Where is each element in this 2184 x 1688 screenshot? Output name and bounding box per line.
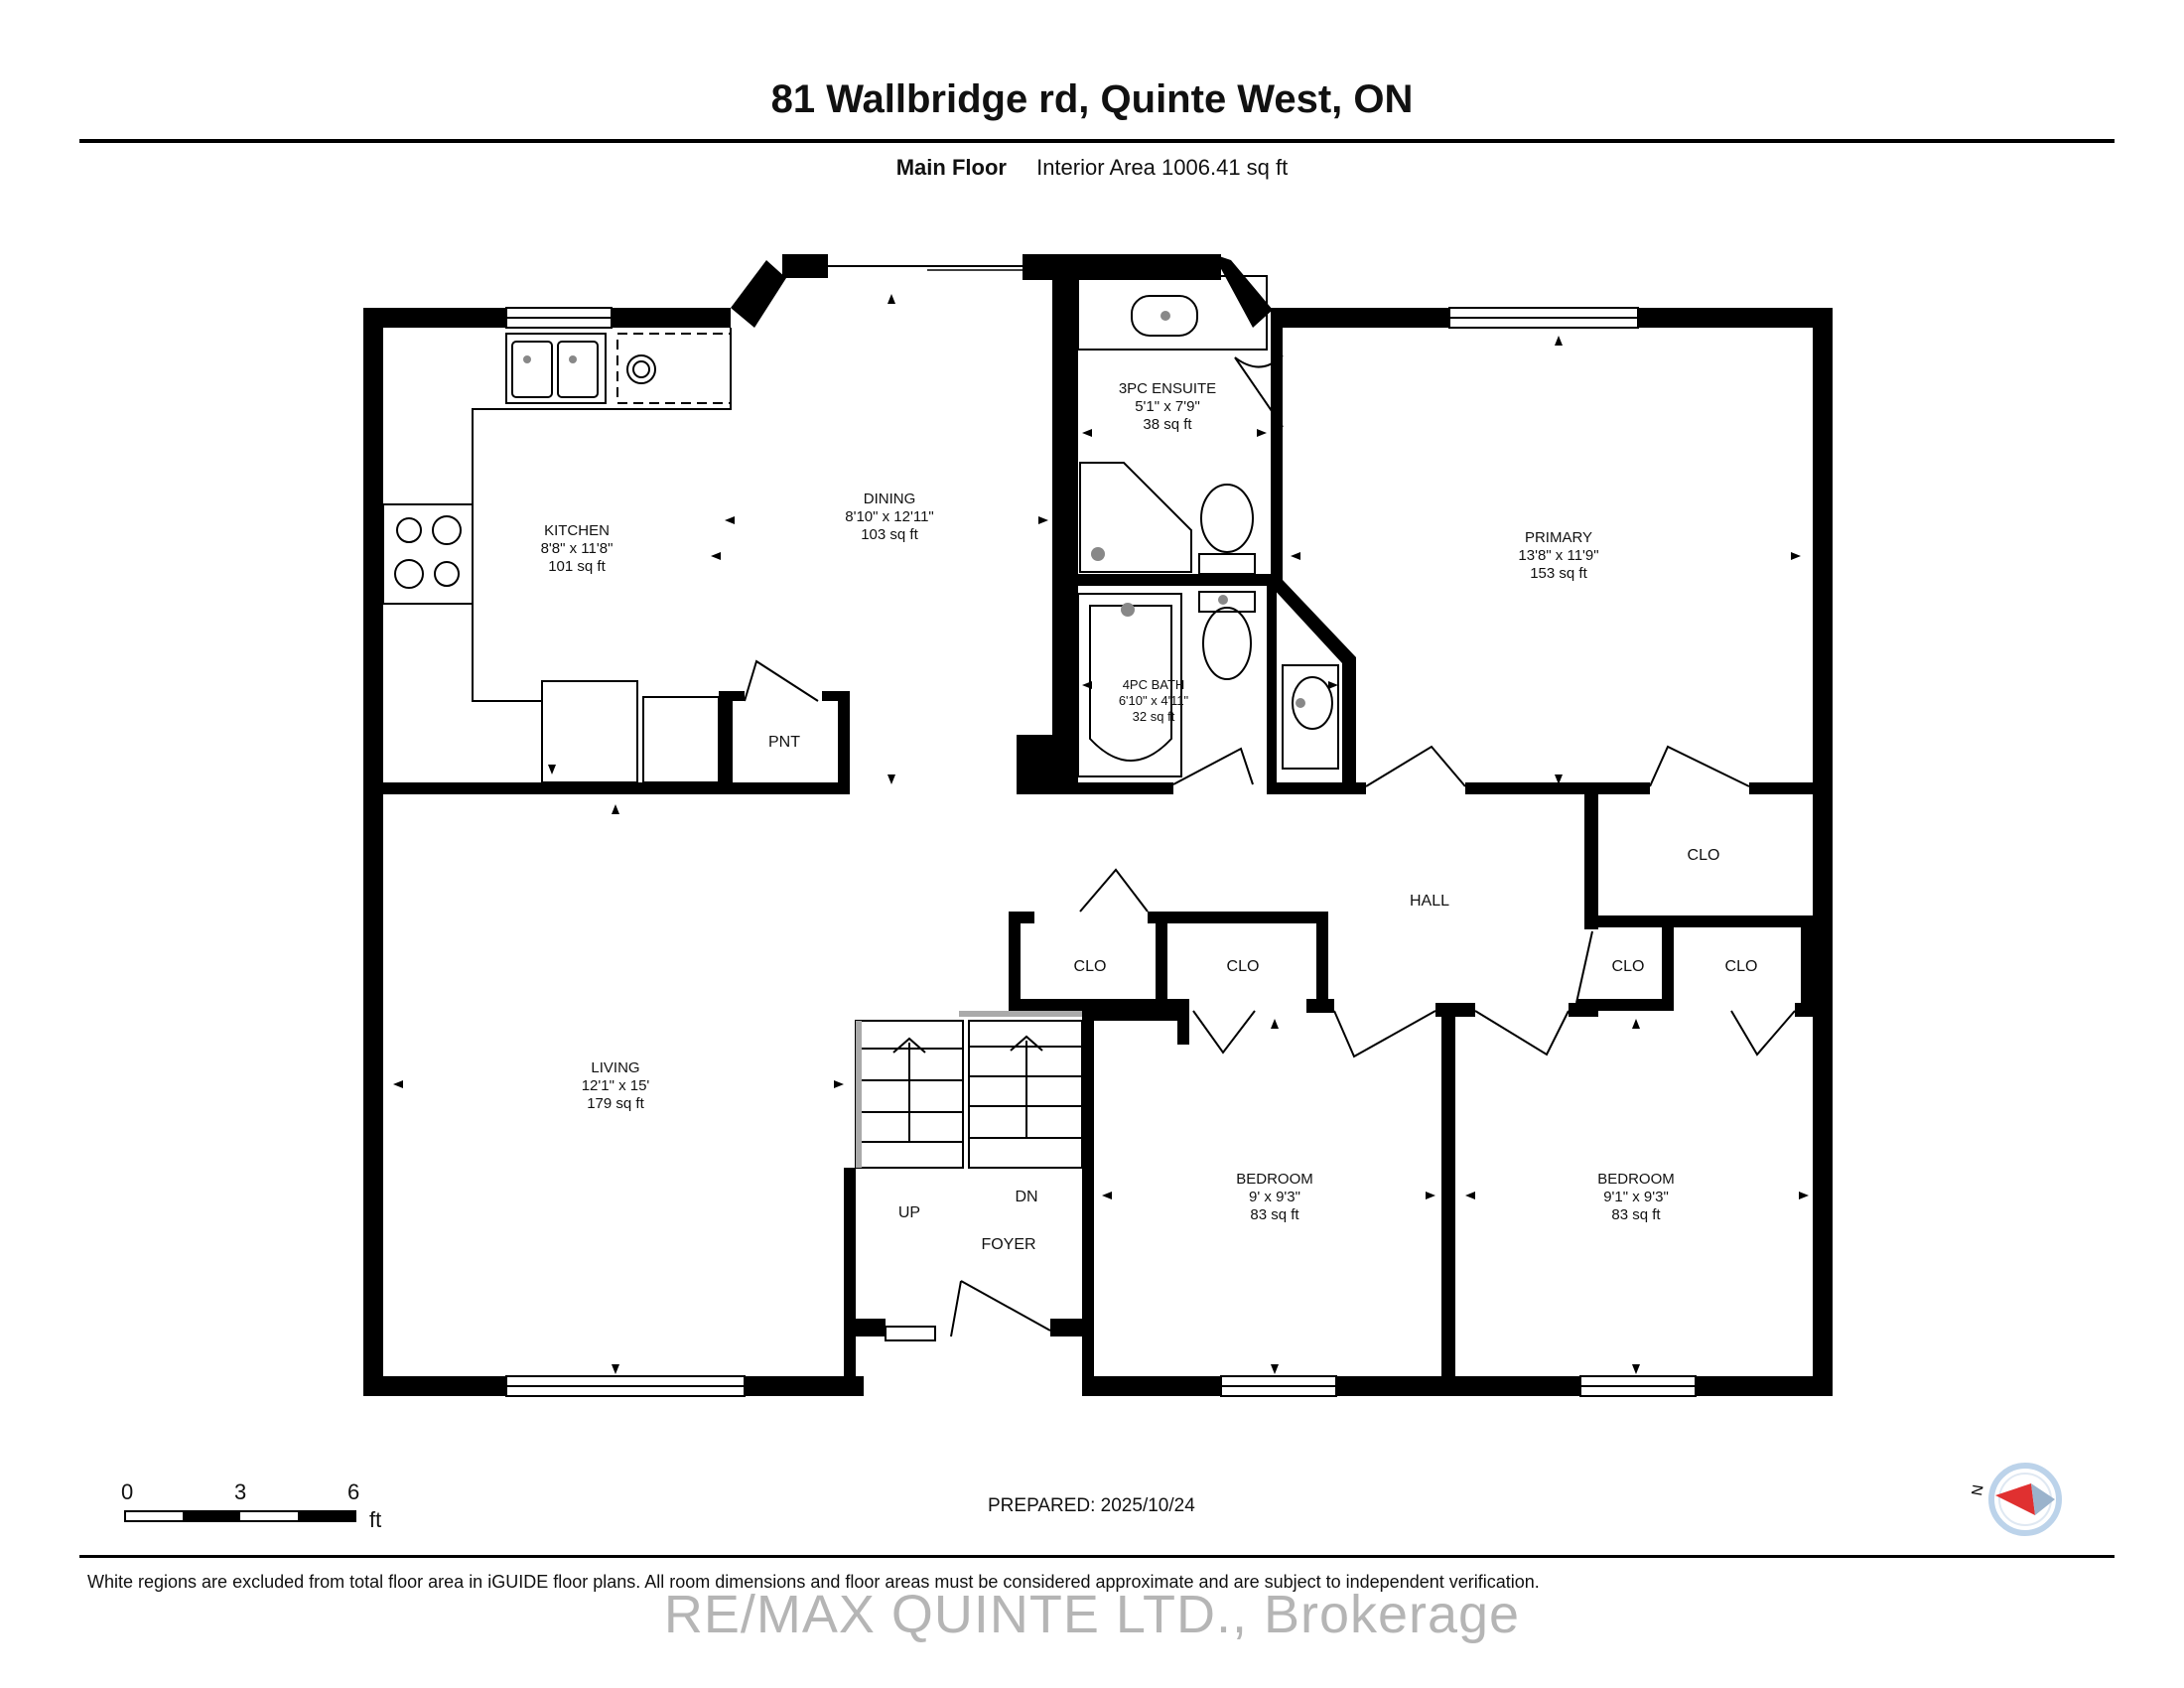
foyer-label: FOYER [981, 1236, 1035, 1253]
primary-dims: 13'8" x 11'9" [1518, 547, 1598, 564]
scale-tick-6: 6 [347, 1479, 360, 1504]
room-bath-label: 4PC BATH 6'10" x 4'11" 32 sq ft [1119, 677, 1189, 724]
living-dims: 12'1" x 15' [582, 1077, 650, 1094]
compass-icon: N [1969, 1463, 2062, 1536]
room-living-label: LIVING 12'1" x 15' 179 sq ft [582, 1059, 650, 1112]
primary-name: PRIMARY [1525, 529, 1592, 546]
fixture-details [523, 311, 1305, 708]
bath-dims: 6'10" x 4'11" [1119, 693, 1189, 708]
pantry-label: PNT [768, 734, 800, 751]
scale-bar [124, 1510, 356, 1522]
brokerage-watermark: RE/MAX QUINTE LTD., Brokerage [663, 1585, 1521, 1644]
room-dining-label: DINING 8'10" x 12'11" 103 sq ft [845, 491, 934, 543]
header-rule [79, 139, 2115, 143]
dining-name: DINING [864, 491, 916, 507]
ensuite-dims: 5'1" x 7'9" [1135, 398, 1200, 415]
room-ensuite-label: 3PC ENSUITE 5'1" x 7'9" 38 sq ft [1119, 380, 1216, 433]
stair-dn-label: DN [1015, 1189, 1037, 1205]
closet-label-bedroom2: CLO [1725, 958, 1758, 975]
door-swings [744, 354, 1796, 1337]
page-title: 81 Wallbridge rd, Quinte West, ON [770, 77, 1414, 121]
kitchen-counters [382, 275, 1339, 1169]
dimension-arrows [393, 294, 1809, 1374]
ensuite-name: 3PC ENSUITE [1119, 380, 1216, 397]
bedroom2-name: BEDROOM [1597, 1171, 1675, 1188]
stair-rail [856, 1021, 862, 1168]
walls [363, 254, 1833, 1397]
bedroom1-dims: 9' x 9'3" [1249, 1189, 1300, 1205]
closet-label-hall-1: CLO [1074, 958, 1107, 975]
scale-tick-3: 3 [234, 1479, 247, 1504]
primary-area: 153 sq ft [1530, 565, 1587, 582]
disclaimer-text: White regions are excluded from total fl… [87, 1572, 1540, 1592]
bedroom2-dims: 9'1" x 9'3" [1603, 1189, 1669, 1205]
kitchen-name: KITCHEN [544, 522, 610, 539]
stair-up-label: UP [898, 1204, 920, 1221]
room-kitchen-label: KITCHEN 8'8" x 11'8" 101 sq ft [541, 522, 614, 575]
kitchen-area: 101 sq ft [548, 558, 606, 575]
interior-area: Interior Area 1006.41 sq ft [1036, 155, 1289, 180]
stair-treads [856, 1035, 1082, 1143]
compass-north-label: N [1969, 1483, 1987, 1497]
prepared-date: PREPARED: 2025/10/24 [988, 1495, 1195, 1516]
bedroom1-area: 83 sq ft [1250, 1206, 1299, 1223]
living-name: LIVING [591, 1059, 639, 1076]
ensuite-area: 38 sq ft [1143, 416, 1192, 433]
bath-name: 4PC BATH [1123, 677, 1185, 692]
closet-label-primary: CLO [1688, 847, 1720, 864]
living-area: 179 sq ft [587, 1095, 644, 1112]
closet-label-hall-3: CLO [1612, 958, 1645, 975]
dining-area: 103 sq ft [861, 526, 918, 543]
footer-rule [79, 1555, 2115, 1558]
bath-area: 32 sq ft [1133, 709, 1175, 724]
scale-tick-0: 0 [121, 1479, 134, 1504]
floor-subtitle: Main Floor Interior Area 1006.41 sq ft [0, 155, 2184, 181]
scale-unit: ft [369, 1507, 382, 1532]
closet-label-hall-2: CLO [1227, 958, 1260, 975]
floor-label: Main Floor [895, 155, 1007, 180]
room-bedroom2-label: BEDROOM 9'1" x 9'3" 83 sq ft [1597, 1171, 1675, 1223]
hall-label: HALL [1410, 893, 1449, 910]
room-bedroom1-label: BEDROOM 9' x 9'3" 83 sq ft [1236, 1171, 1313, 1223]
dining-dims: 8'10" x 12'11" [845, 508, 934, 525]
bedroom1-name: BEDROOM [1236, 1171, 1313, 1188]
room-primary-label: PRIMARY 13'8" x 11'9" 153 sq ft [1518, 529, 1598, 582]
bedroom2-area: 83 sq ft [1611, 1206, 1661, 1223]
kitchen-dims: 8'8" x 11'8" [541, 540, 614, 557]
